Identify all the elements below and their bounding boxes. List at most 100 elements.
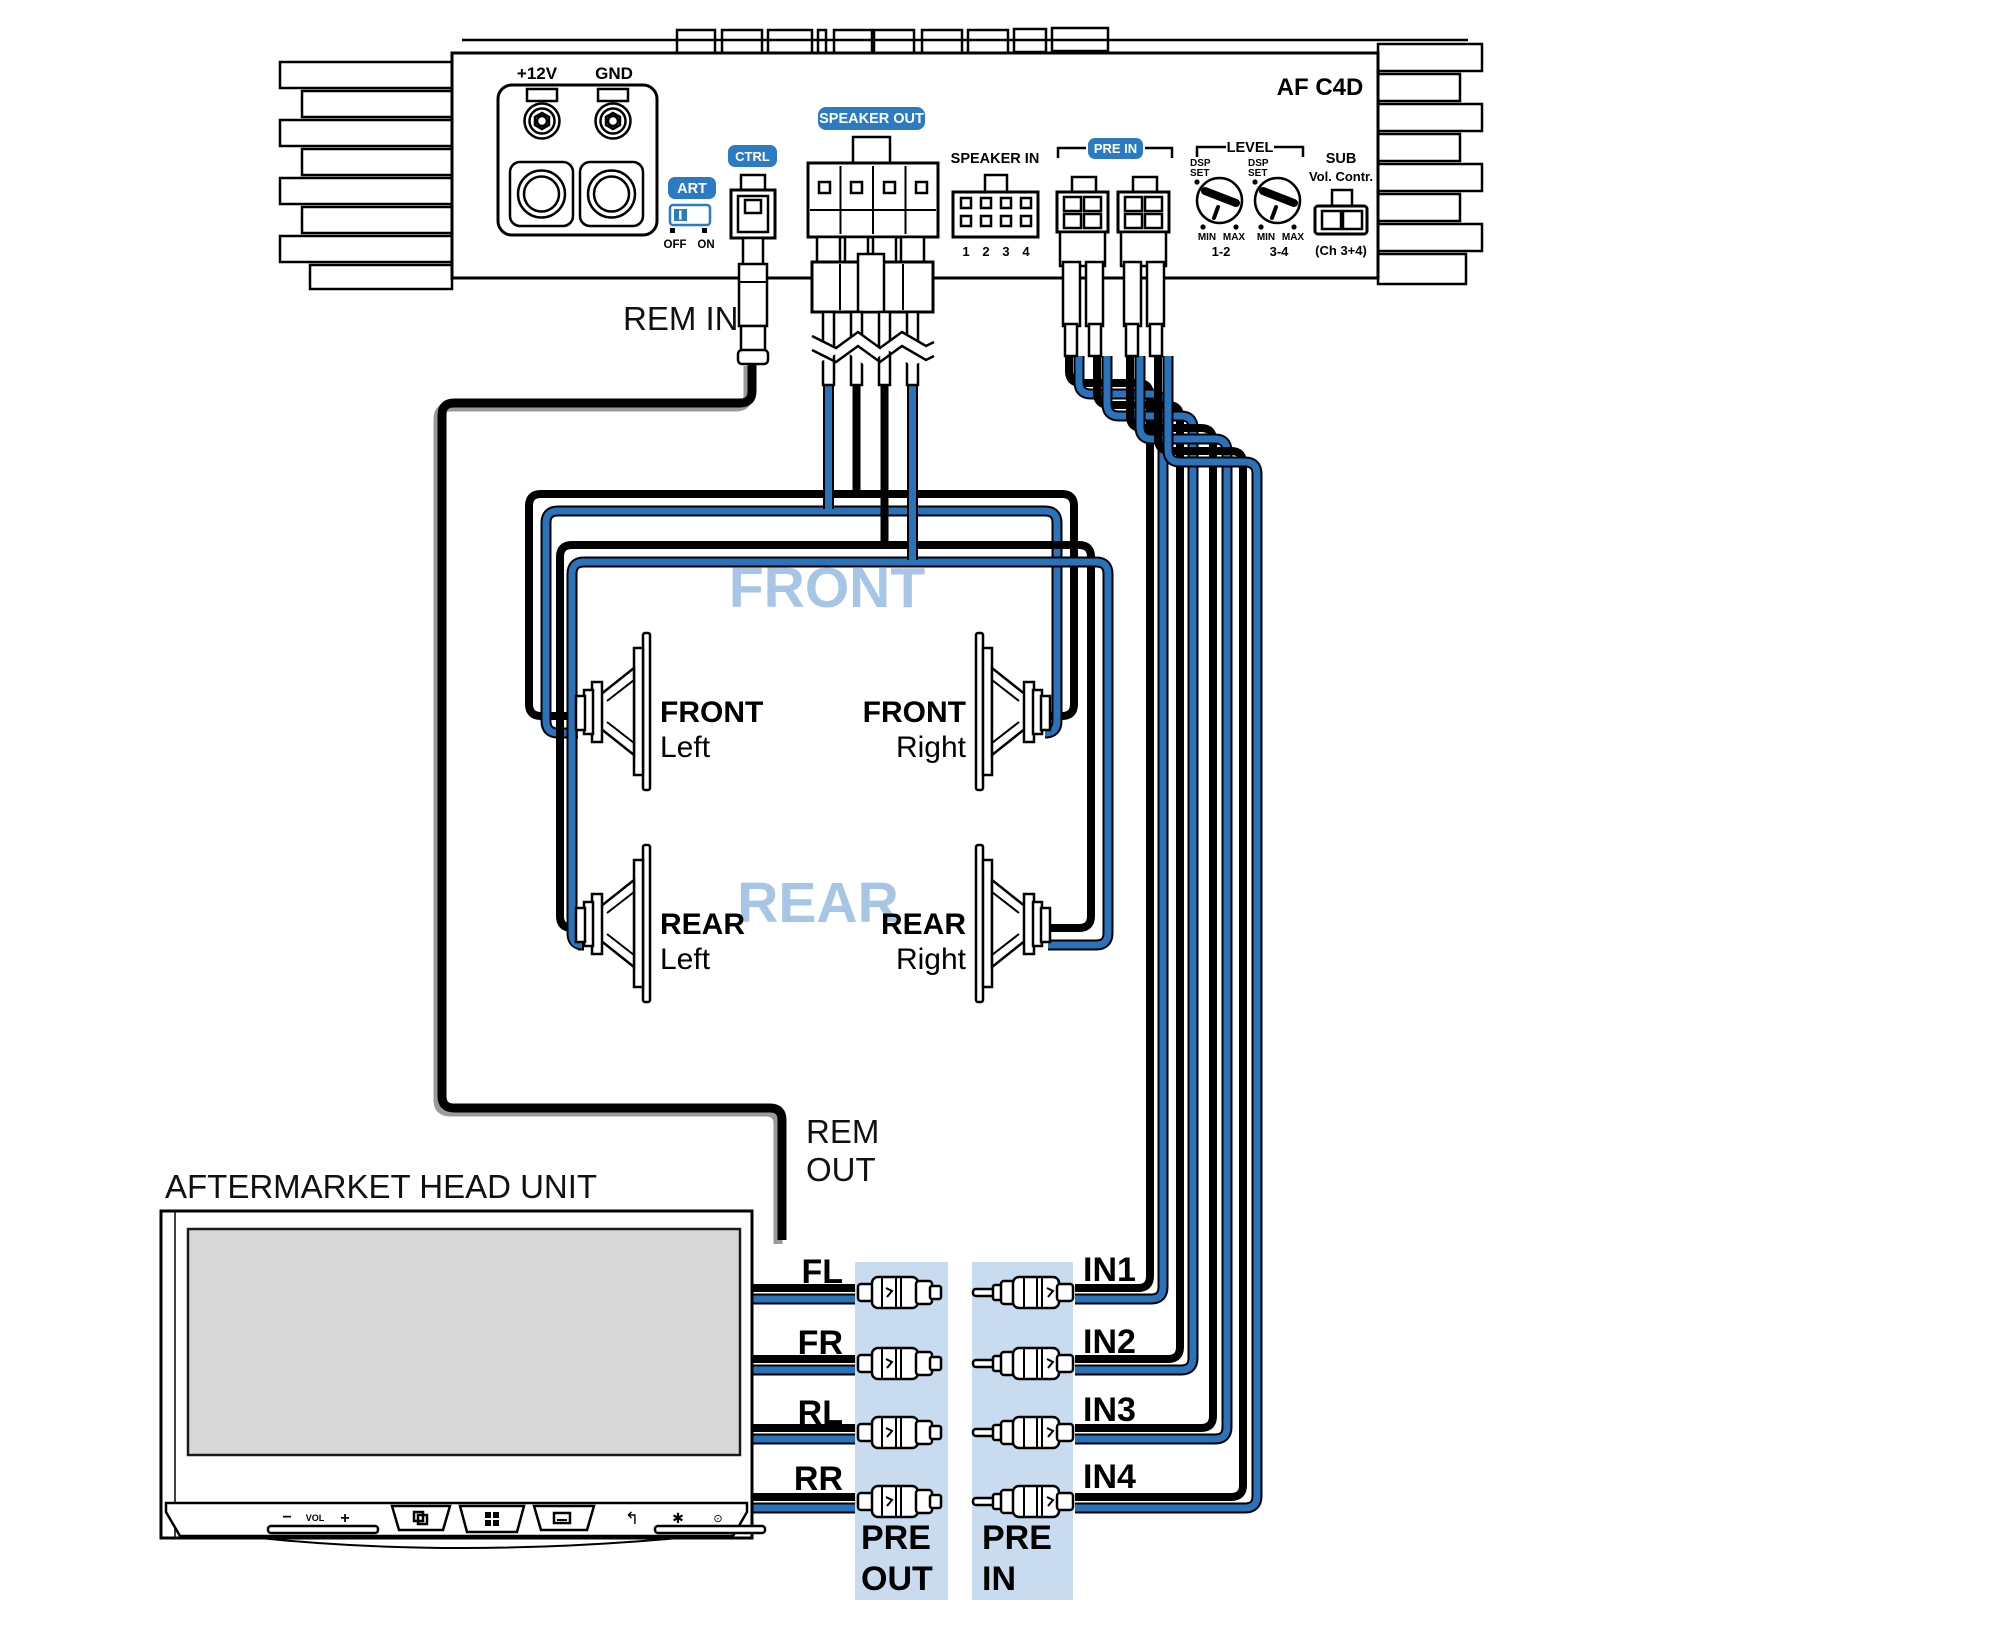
level-12-label: 1-2 [1212,244,1231,259]
pre-out-title-line2: OUT [861,1560,933,1598]
svg-text:SET: SET [1190,168,1209,179]
art-label: ART [677,181,707,197]
label-rr: RR [794,1460,843,1498]
head-unit: AFTERMARKET HEAD UNIT − VOL + ↰ ✱ ⊙ [159,1168,767,1549]
front-left-speaker: FRONT Left [574,631,763,792]
svg-text:MIN: MIN [1198,232,1216,243]
head-unit-title: AFTERMARKET HEAD UNIT [165,1168,597,1205]
rear-zone-title: REAR [737,871,899,935]
back-icon: ↰ [625,1509,639,1528]
rem-in-label: REM IN [623,300,739,337]
head-unit-rca-stubs [752,1284,862,1514]
pre-in-title-line1: PRE [982,1519,1052,1557]
wire-break-symbol [812,332,934,366]
label-in2: IN2 [1083,1323,1136,1361]
rca-plug-in1 [971,1275,1075,1310]
pre-in-group: PRE IN [1055,138,1174,358]
svg-text:Right: Right [896,943,967,976]
speaker-in-group: SPEAKER IN 1 2 3 4 [951,151,1040,259]
pre-in-label: PRE IN [1094,141,1137,156]
rear-speaker-wires [556,541,1114,951]
pre-in-plugs [971,1275,1075,1519]
speaker-in-ch1: 1 [962,244,969,259]
speaker-out-badge [818,107,925,130]
speaker-plug-drop-wires [823,385,918,560]
home-grid-icon [485,1512,499,1526]
rca-jack-fr [856,1346,943,1381]
speaker-in-label: SPEAKER IN [951,151,1040,167]
art-on-label: ON [697,239,714,251]
label-in1: IN1 [1083,1251,1136,1289]
vol-minus-button: − [282,1509,291,1526]
svg-text:SET: SET [1248,168,1267,179]
rem-out-label-line2: OUT [806,1151,876,1188]
rca-plug-in2 [971,1346,1075,1381]
level-34-label: 3-4 [1270,244,1290,259]
svg-text:MAX: MAX [1223,232,1246,243]
svg-text:Left: Left [660,731,711,764]
svg-text:DSP: DSP [1248,158,1269,169]
pre-out-jacks [856,1275,943,1519]
rca-plug-in3 [971,1415,1075,1450]
head-unit-buttons: ↰ ✱ ⊙ [390,1504,767,1535]
rca-jack-fl [856,1275,943,1310]
art-off-label: OFF [664,239,687,251]
svg-text:FRONT: FRONT [863,696,966,729]
label-in4: IN4 [1083,1458,1136,1496]
rca-plug-in4 [971,1484,1075,1519]
speaker-out-label: SPEAKER OUT [819,111,924,127]
svg-text:FRONT: FRONT [660,696,763,729]
power-icon: ⊙ [713,1513,722,1525]
svg-text:DSP: DSP [1190,158,1211,169]
power-terminal-block: +12V GND [496,64,659,237]
svg-text:Right: Right [896,731,967,764]
speaker-in-ch4: 4 [1022,244,1030,259]
sub-vol-group: SUB Vol. Contr. (Ch 3+4) [1309,151,1373,258]
svg-text:MAX: MAX [1282,232,1305,243]
svg-text:MIN: MIN [1257,232,1275,243]
rem-out-label-line1: REM [806,1113,879,1150]
pre-in-port-34 [1116,175,1171,358]
svg-text:Left: Left [660,943,711,976]
level-section: LEVEL DSP SET MIN MAX 1-2 DSP SET [1190,140,1304,259]
ctrl-badge [728,145,777,167]
vol-label: VOL [306,1513,325,1523]
pre-out-title-line1: PRE [861,1519,931,1557]
amplifier: +12V GND ART OFF ON [278,26,1484,387]
rem-wire [433,362,787,1244]
vol-plus-button: + [340,1510,349,1527]
label-fl: FL [801,1253,843,1291]
level-knob-12: DSP SET MIN MAX 1-2 [1190,158,1245,259]
pre-in-title-line2: IN [982,1560,1016,1598]
rca-jack-rl [856,1415,943,1450]
speaker-out-group: SPEAKER OUT [806,107,940,387]
level-label: LEVEL [1227,140,1274,156]
label-in3: IN3 [1083,1391,1136,1429]
pre-in-cables [1065,356,1263,1514]
sub-vol-label: Vol. Contr. [1309,169,1373,184]
level-knob-34: DSP SET MIN MAX 3-4 [1248,158,1304,259]
rear-left-speaker: REAR Left [574,843,745,1004]
pre-in-badge [1088,138,1143,159]
sub-ch-label: (Ch 3+4) [1315,243,1367,258]
label-fr: FR [798,1324,843,1362]
speaker-in-ch3: 3 [1002,244,1009,259]
amp-left-heatsink [278,60,454,291]
amp-model-label: AF C4D [1277,74,1364,101]
svg-text:REAR: REAR [660,908,745,941]
head-unit-screen [186,1227,742,1457]
front-speaker-wires [525,490,1078,739]
ctrl-port-group: CTRL [728,145,777,366]
star-icon: ✱ [672,1510,684,1526]
ctrl-label: CTRL [735,149,770,164]
plus12v-label: +12V [517,64,558,83]
front-zone-title: FRONT [729,556,925,620]
gnd-label: GND [595,64,633,83]
rear-right-speaker: REAR Right [881,843,1052,1004]
amp-right-heatsink [1376,42,1484,286]
rca-jack-rr [856,1484,943,1519]
art-switch-group: ART OFF ON [664,177,716,251]
speaker-in-ch2: 2 [982,244,989,259]
